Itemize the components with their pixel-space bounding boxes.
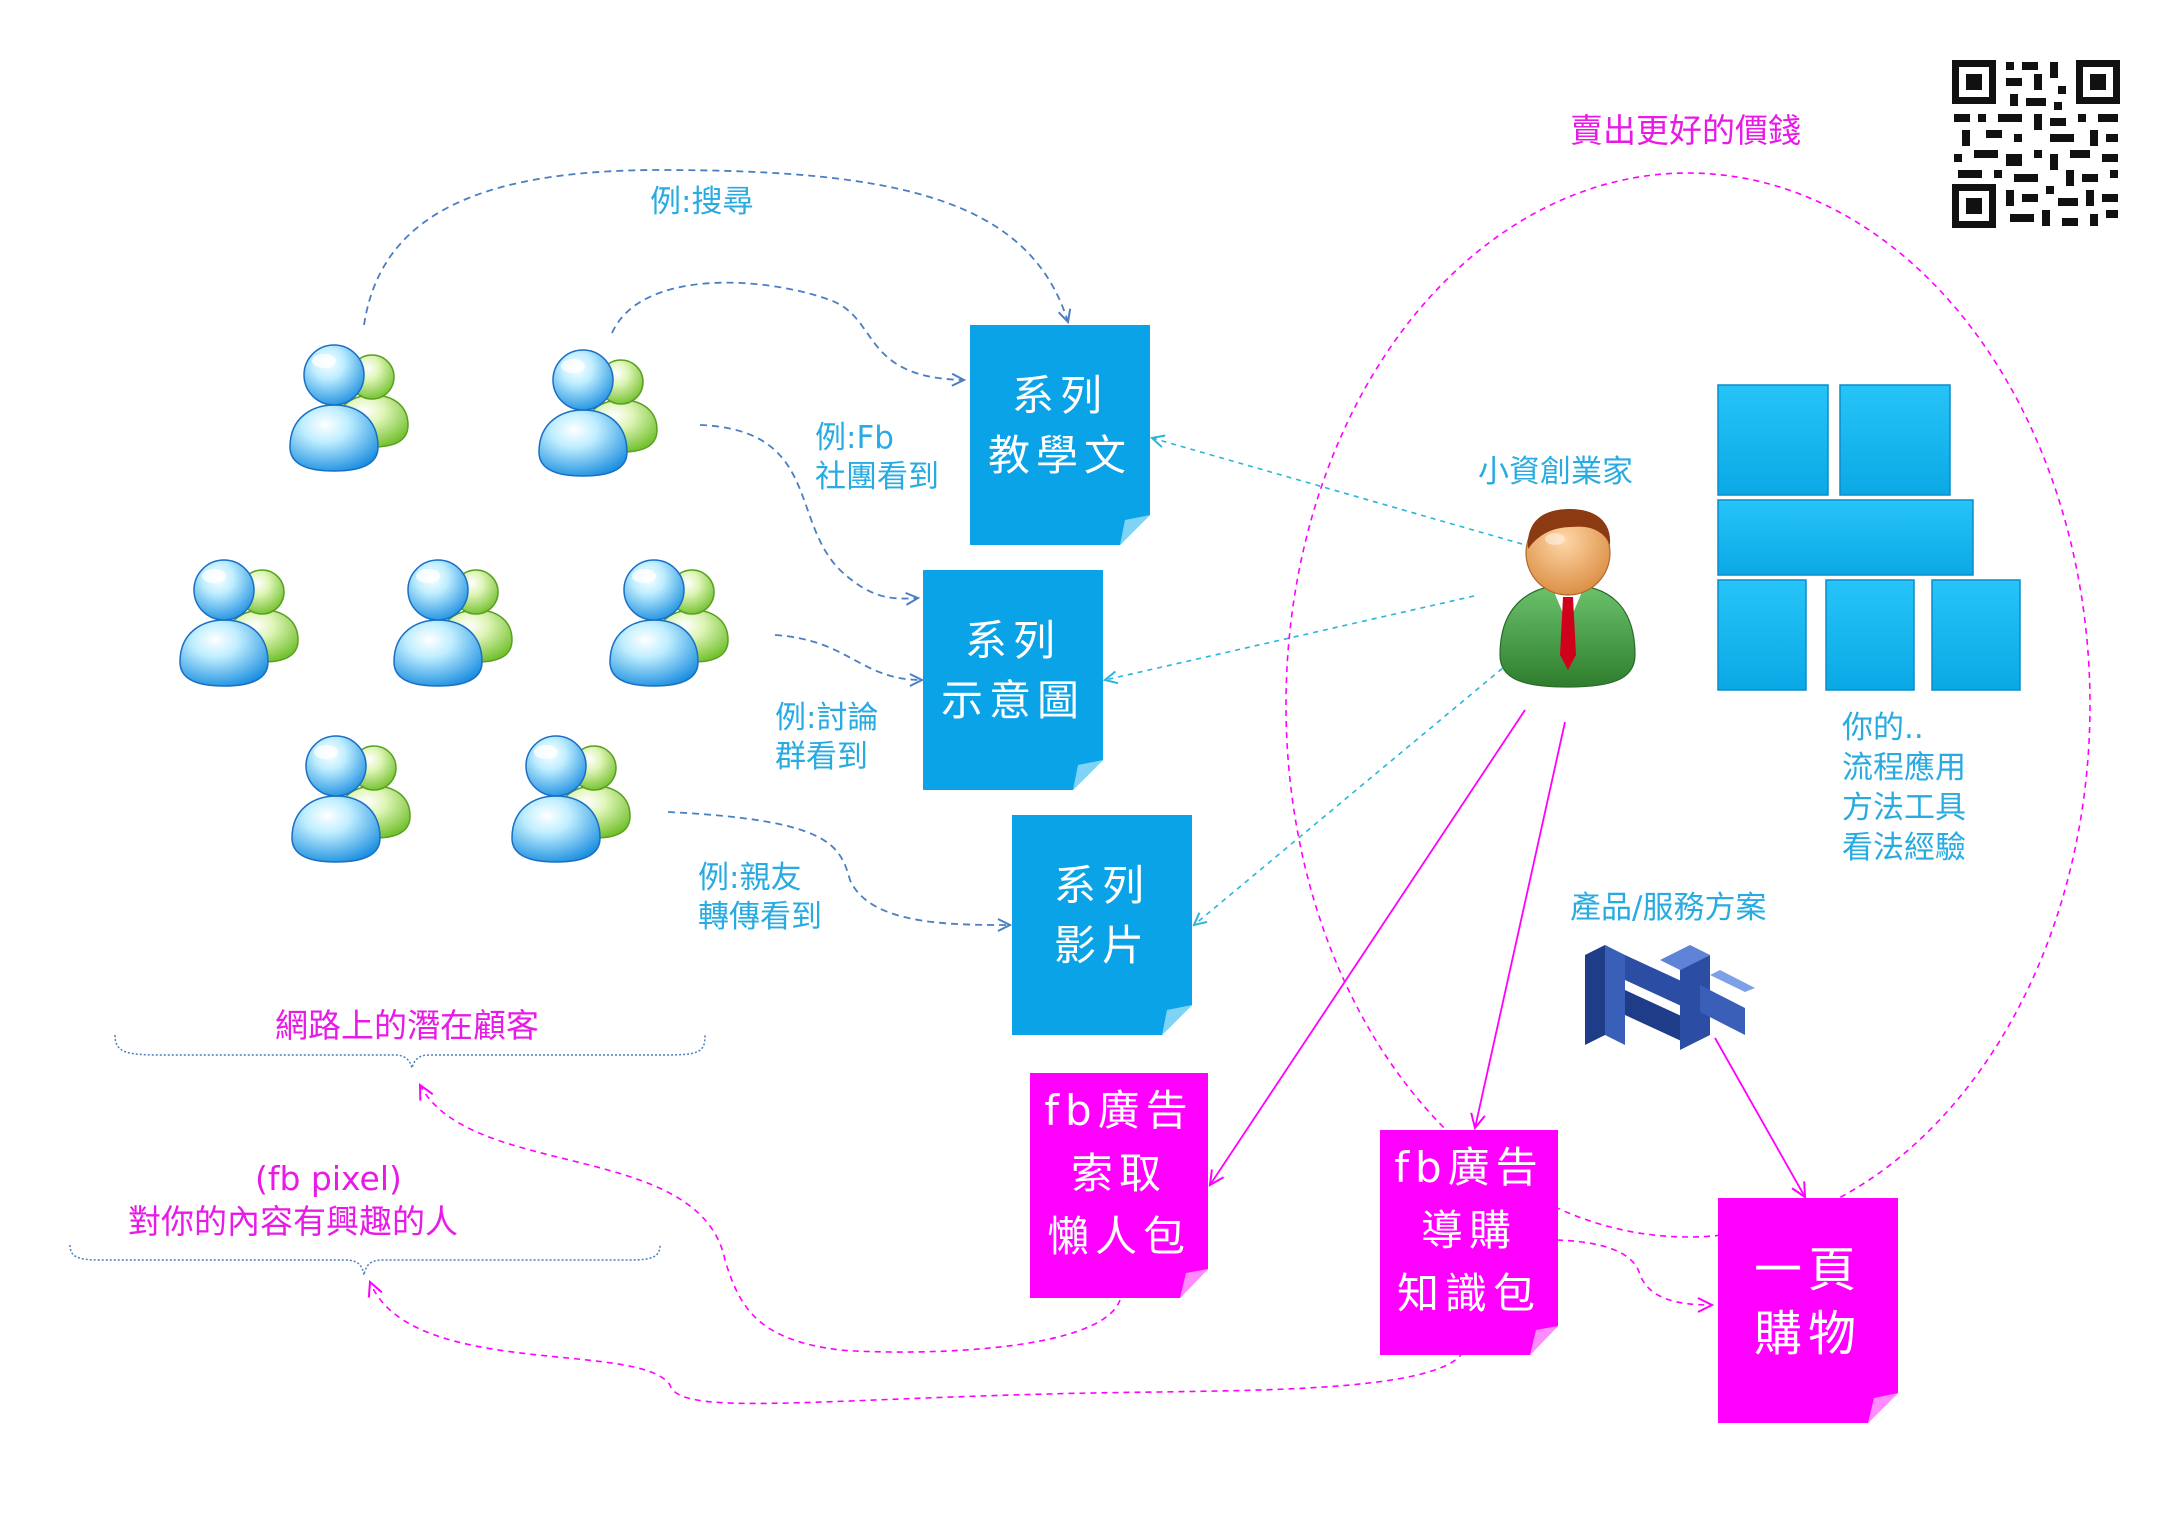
connector-lazy-to-audience [420, 1085, 1121, 1353]
content-box-diagram: 系列 示意圖 [923, 570, 1103, 790]
connector-discussion [774, 634, 922, 680]
content-box-tutorial-line1: 系列 [1012, 371, 1108, 420]
connector-to-video [1194, 661, 1511, 925]
skills-line2: 流程應用 [1842, 750, 1966, 786]
ad-box-guide-pack: fb廣告 導購 知識包 [1380, 1130, 1558, 1355]
msn-user-icon [393, 559, 513, 687]
product-label: 產品/服務方案 [1570, 890, 1766, 926]
ad-box-one-page: 一頁 購物 [1718, 1198, 1898, 1423]
ad-box-lazy-pack-line3: 懶人包 [1047, 1212, 1191, 1261]
msn-user-icon [511, 735, 631, 863]
connector-guide-to-interest [370, 1282, 1464, 1405]
example-discussion-line1: 例:討論 [775, 700, 878, 736]
block-grid-icon [1717, 384, 2021, 691]
connector-to-one-page [1714, 1037, 1805, 1197]
ad-box-one-page-line2: 購物 [1754, 1306, 1862, 1362]
connector-to-diagram [1105, 595, 1475, 680]
product-3d-icon [1585, 945, 1755, 1050]
example-fb-group-line1: 例:Fb [815, 420, 894, 456]
content-box-tutorial-line2: 教學文 [988, 431, 1132, 480]
content-box-tutorial: 系列 教學文 [970, 325, 1150, 545]
ad-box-lazy-pack-line2: 索取 [1071, 1149, 1167, 1198]
businessman-icon [1499, 509, 1636, 688]
ad-box-one-page-line1: 一頁 [1754, 1242, 1862, 1298]
skills-line4: 看法經驗 [1842, 830, 1966, 866]
ad-box-lazy-pack-line1: fb廣告 [1044, 1086, 1193, 1135]
msn-user-icon [179, 559, 299, 687]
qr-code-icon [1950, 58, 2122, 230]
example-friends-line2: 轉傳看到 [698, 899, 822, 935]
connector-to-guide-pack [1475, 721, 1566, 1128]
msn-user-icon [538, 349, 658, 477]
skills-line1: 你的.. [1842, 710, 1924, 746]
connector-friends [667, 811, 1010, 925]
business-circle [1285, 172, 2091, 1238]
top-label: 賣出更好的價錢 [1570, 111, 1801, 150]
ad-box-lazy-pack: fb廣告 索取 懶人包 [1030, 1073, 1208, 1298]
entrepreneur-label: 小資創業家 [1478, 454, 1633, 490]
skills-line3: 方法工具 [1842, 790, 1966, 826]
content-box-video: 系列 影片 [1012, 815, 1192, 1035]
interest-brace [69, 1244, 661, 1276]
ad-box-guide-pack-line2: 導購 [1421, 1206, 1517, 1255]
interest-line1: (fb pixel) [255, 1159, 402, 1198]
example-friends-line1: 例:親友 [698, 860, 801, 896]
content-box-diagram-line2: 示意圖 [941, 676, 1085, 725]
ad-box-guide-pack-line3: 知識包 [1397, 1269, 1541, 1318]
connector-to-tutorial [1152, 438, 1523, 545]
connector-guide-to-one-page [1556, 1239, 1712, 1305]
example-discussion-line2: 群看到 [775, 739, 868, 775]
connector-to-lazy-pack [1210, 709, 1526, 1185]
msn-user-icon [291, 735, 411, 863]
interest-line2: 對你的內容有興趣的人 [128, 1202, 458, 1241]
example-fb-group-line2: 社團看到 [815, 459, 939, 495]
msn-user-icon [289, 344, 409, 472]
potential-customers [179, 344, 729, 863]
connector-search [363, 169, 1068, 326]
audience-label: 網路上的潛在顧客 [275, 1006, 539, 1045]
content-box-video-line1: 系列 [1054, 861, 1150, 910]
content-box-diagram-line1: 系列 [965, 616, 1061, 665]
msn-user-icon [609, 559, 729, 687]
connector-fb-group [611, 281, 964, 380]
content-box-video-line2: 影片 [1054, 921, 1150, 970]
example-search: 例:搜尋 [650, 184, 753, 220]
ad-box-guide-pack-line1: fb廣告 [1394, 1143, 1543, 1192]
